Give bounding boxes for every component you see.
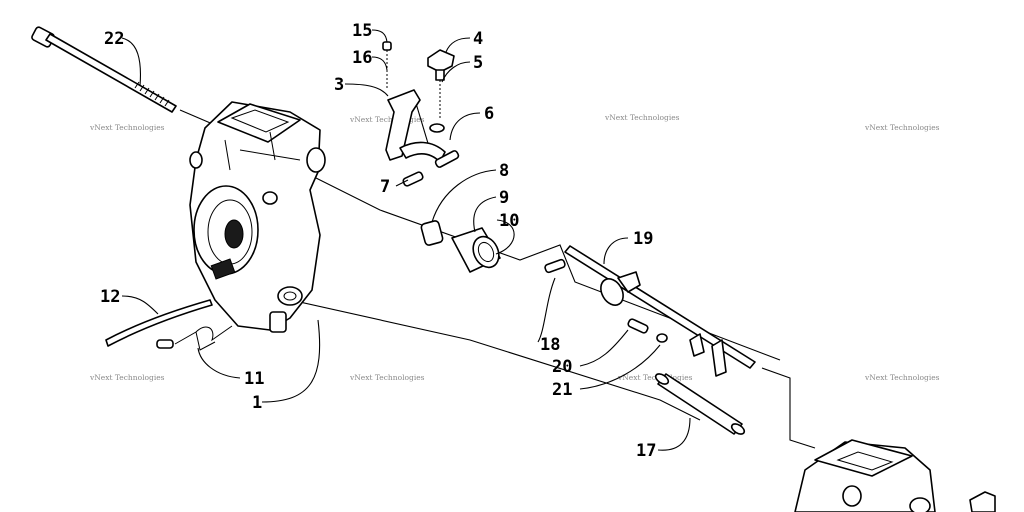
callout-17: 17 <box>636 441 656 461</box>
watermark: vNext Technologies <box>604 113 680 122</box>
callout-22: 22 <box>104 29 124 49</box>
callout-9: 9 <box>499 188 509 208</box>
leader-lines <box>121 29 691 451</box>
callouts: 22 15 16 3 4 5 6 7 8 9 10 19 12 18 20 21… <box>100 21 656 461</box>
callout-1: 1 <box>252 393 262 413</box>
watermark: vNext Technologies <box>349 373 425 382</box>
watermark: vNext Technologies <box>864 373 940 382</box>
carburetor-body-part <box>189 101 326 333</box>
watermark: vNext Technologies <box>864 123 940 132</box>
callout-21: 21 <box>552 380 572 400</box>
callout-10: 10 <box>499 211 519 231</box>
callout-4: 4 <box>473 29 483 49</box>
callout-12: 12 <box>100 287 120 307</box>
watermark: vNext Technologies <box>617 373 693 382</box>
second-carburetor-part <box>794 439 996 512</box>
callout-11: 11 <box>244 369 264 389</box>
clip-part <box>156 325 233 351</box>
fuel-tube-part <box>654 373 746 435</box>
callout-5: 5 <box>473 53 483 73</box>
watermark: vNext Technologies <box>89 373 165 382</box>
callout-15: 15 <box>352 21 372 41</box>
throttle-shaft-part <box>544 245 756 377</box>
throttle-slide-part <box>420 220 501 273</box>
callout-20: 20 <box>552 357 572 377</box>
callout-8: 8 <box>499 161 509 181</box>
small-screw-part <box>627 318 668 343</box>
bracket-part <box>382 41 446 163</box>
callout-3: 3 <box>334 75 344 95</box>
adjuster-knob-part <box>402 49 460 187</box>
watermarks: vNext Technologies vNext Technologies vN… <box>89 113 940 382</box>
callout-7: 7 <box>380 177 390 197</box>
watermark: vNext Technologies <box>89 123 165 132</box>
callout-6: 6 <box>484 104 494 124</box>
wire-part <box>105 299 213 347</box>
callout-18: 18 <box>540 335 560 355</box>
watermark: vNext Technologies <box>349 115 425 124</box>
long-screw-part <box>31 26 177 113</box>
callout-19: 19 <box>633 229 653 249</box>
callout-16: 16 <box>352 48 372 68</box>
